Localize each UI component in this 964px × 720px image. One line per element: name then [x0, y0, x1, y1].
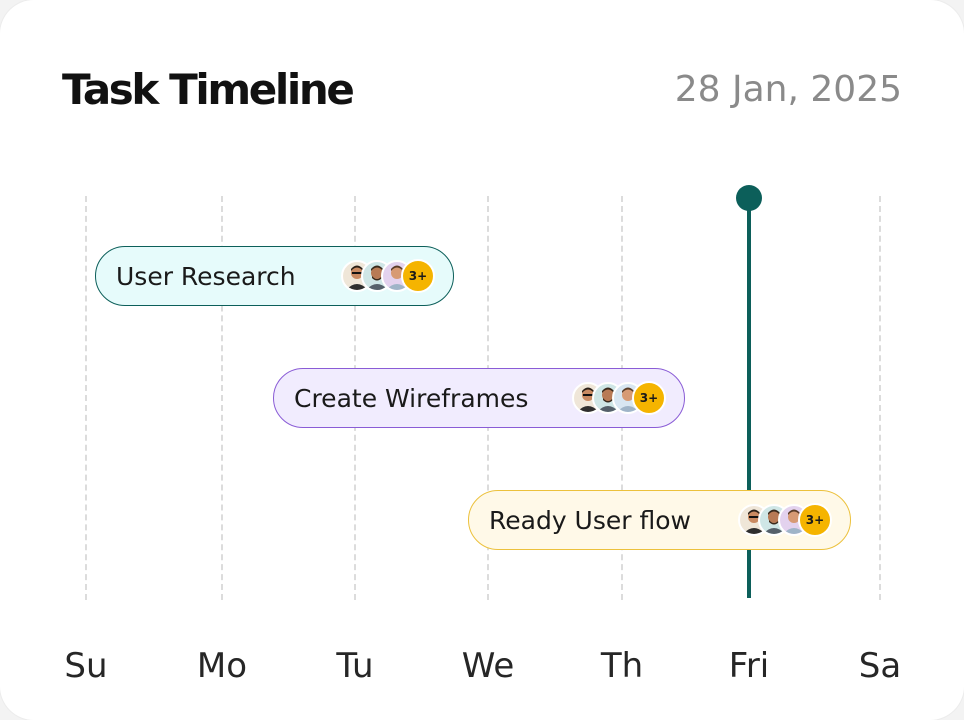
assignee-avatars[interactable]: 3+	[341, 259, 435, 293]
day-label-tu: Tu	[336, 646, 374, 686]
day-label-su: Su	[64, 646, 108, 686]
current-date: 28 Jan, 2025	[674, 69, 902, 110]
more-assignees-badge[interactable]: 3+	[632, 381, 666, 415]
task-bar-ready-user-flow[interactable]: Ready User flow 3+	[468, 490, 851, 550]
gridline-mo	[221, 196, 223, 600]
card-title: Task Timeline	[62, 65, 355, 114]
day-label-sa: Sa	[858, 646, 902, 686]
assignee-avatars[interactable]: 3+	[572, 381, 666, 415]
day-label-fri: Fri	[728, 646, 770, 686]
day-label-th: Th	[600, 646, 644, 686]
assignee-avatars[interactable]: 3+	[738, 503, 832, 537]
today-marker-dot[interactable]	[736, 185, 762, 211]
task-bar-user-research[interactable]: User Research 3+	[95, 246, 454, 306]
day-label-we: We	[461, 646, 515, 686]
today-marker-line	[747, 198, 751, 598]
more-assignees-badge[interactable]: 3+	[798, 503, 832, 537]
task-label: User Research	[116, 261, 296, 291]
day-label-mo: Mo	[196, 646, 248, 686]
task-bar-create-wireframes[interactable]: Create Wireframes 3+	[273, 368, 685, 428]
task-label: Create Wireframes	[294, 383, 529, 413]
gridline-su	[85, 196, 87, 600]
more-assignees-badge[interactable]: 3+	[401, 259, 435, 293]
gridline-sa	[879, 196, 881, 600]
task-label: Ready User flow	[489, 505, 691, 535]
